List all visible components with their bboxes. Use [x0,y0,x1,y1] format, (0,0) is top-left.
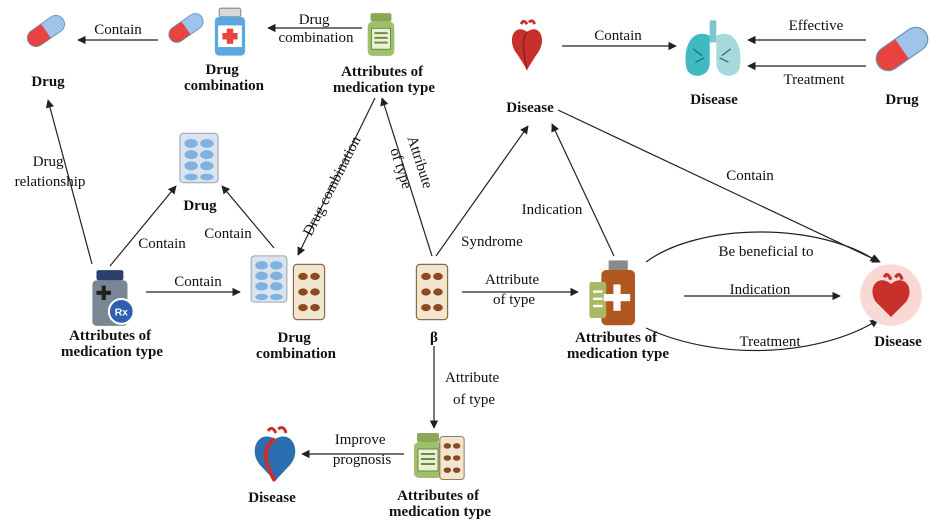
node-disease-top-center: Disease [506,100,554,116]
medicine-jar-icon [412,431,444,480]
node-attributes-bottom-line1: Attributes of [397,488,480,504]
edge-label-drug-combination-diag: Drug combination [300,133,364,238]
edge-label-drug-relationship-line2: relationship [15,174,86,190]
pill-bottle-icon [588,259,637,327]
edge-drug-combination-diag [297,97,376,256]
edge-label-indication-right: Indication [730,282,791,298]
blister-pack-icon [439,436,465,480]
edge-label-improve-prognosis-line1: Improve [335,432,386,448]
edge-label-improve-prognosis: Improve prognosis [333,432,392,468]
node-attributes-left: Attributes of medication type [61,328,163,360]
edge-label-attribute-of-type-down: Attribute of type [445,370,503,408]
lungs-icon [684,19,742,77]
edge-treatment-right [645,319,879,352]
node-attributes-right-line2: medication type [567,346,669,362]
rx-bottle-icon [91,268,135,327]
node-beta: β [430,330,438,346]
node-drug-combination-middle-line2: combination [256,346,337,362]
edge-label-improve-prognosis-line2: prognosis [333,452,392,468]
heart-icon [509,18,545,72]
node-drug-middle: Drug [183,198,217,214]
heart-icon [858,262,924,328]
edge-label-effective: Effective [789,18,844,34]
heart-icon [255,428,296,481]
edge-be-beneficial-to [645,231,879,263]
edge-label-drug-combination-top-line1: Drug [299,12,330,28]
edge-label-attribute-of-type-mid-line2: of type [493,292,535,308]
edges [45,23,881,459]
edge-label-contain-mid: Contain [174,274,222,290]
edge-label-drug-combination-top: Drug combination [279,12,354,46]
edge-label-attribute-of-type-mid-line1: Attribute [485,272,539,288]
blister-pack-icon [415,263,449,321]
edge-label-drug-relationship: Drug relationship [15,154,86,190]
edge-indication-up [551,123,615,257]
node-drug-combination-top-line1: Drug [205,62,239,78]
edge-label-attribute-of-type-mid: Attribute of type [485,272,543,308]
pill-bottle-icon [214,7,246,57]
node-drug-combination-middle-line1: Drug [277,330,311,346]
node-attributes-bottom: Attributes of medication type [389,488,491,520]
medicine-jar-icon [366,12,396,57]
edge-label-attribute-of-type-down-line1: Attribute [445,370,499,386]
edge-contain-disease-right [557,109,881,263]
node-disease-right: Disease [874,334,922,350]
edge-syndrome [435,125,529,257]
blister-pack-icon [179,132,219,184]
edge-label-treatment-right: Treatment [739,334,801,350]
node-attributes-top-line2: medication type [333,80,435,96]
edge-attribute-of-type-diag [380,97,433,257]
node-attributes-left-line1: Attributes of [69,328,152,344]
node-disease-top-right: Disease [690,92,738,108]
edge-label-attribute-of-type-down-line2: of type [453,392,495,408]
edge-contain-combo-to-drug [221,185,275,249]
edge-label-drug-combination-top-line2: combination [279,30,354,46]
node-drug-top-left: Drug [31,74,65,90]
edge-drug-relationship [45,99,93,265]
node-attributes-right: Attributes of medication type [567,330,669,362]
node-attributes-bottom-line2: medication type [389,504,491,520]
node-drug-top-right: Drug [885,92,919,108]
edge-label-contain-disease-top: Contain [594,28,642,44]
node-attributes-right-line1: Attributes of [575,330,658,346]
edge-label-be-beneficial-to: Be beneficial to [719,244,814,260]
capsule-icon [23,11,69,51]
edge-label-contain-left-to-drug: Contain [138,236,186,252]
node-disease-bottom: Disease [248,490,296,506]
blister-pack-icon [250,255,288,303]
edge-label-syndrome: Syndrome [461,234,523,250]
node-attributes-left-line2: medication type [61,344,163,360]
edge-label-contain-combo-to-drug: Contain [204,226,252,242]
edge-label-contain-disease-right: Contain [726,168,774,184]
node-drug-combination-middle: Drug combination [256,330,337,362]
node-drug-combination-top-line2: combination [184,78,265,94]
edge-label-indication-up: Indication [522,202,583,218]
capsule-icon [165,9,207,47]
edge-label-contain-top: Contain [94,22,142,38]
capsule-icon [870,22,934,76]
node-labels: Drug Drug combination Attributes of medi… [31,62,922,520]
edge-label-drug-relationship-line1: Drug [33,154,64,170]
blister-pack-icon [292,263,326,321]
node-attributes-top-line1: Attributes of [341,64,424,80]
edge-label-treatment-top: Treatment [783,72,845,88]
node-attributes-top: Attributes of medication type [333,64,435,96]
node-drug-combination-top: Drug combination [184,62,265,94]
edge-contain-left-to-drug [109,185,177,267]
